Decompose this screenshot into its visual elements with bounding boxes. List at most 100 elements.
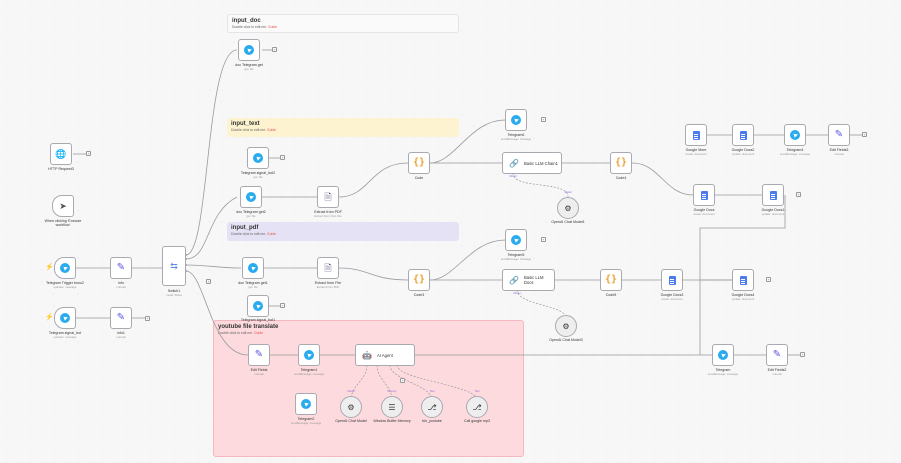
node-label: HTTP Request3: [48, 167, 74, 171]
telegram-node[interactable]: [712, 344, 734, 366]
node-label: AI Agent: [376, 352, 393, 358]
google-docs-node[interactable]: [693, 184, 715, 206]
basic-llm-chain1-node[interactable]: 🔗 Basic LLM Chain1: [502, 152, 562, 174]
node-subtitle: create: document: [693, 212, 715, 216]
telegram4-node[interactable]: [784, 124, 806, 146]
add-output-button[interactable]: +: [800, 352, 805, 357]
node-subtitle: update: document: [761, 212, 785, 216]
basic-llm-docs-node[interactable]: 🔗 Basic LLM Docs: [502, 269, 555, 291]
node-subtitle: manual: [254, 372, 264, 376]
sticky-youtube[interactable]: youtube file translate Double click to e…: [213, 320, 524, 457]
doc-telegram-get1-node[interactable]: [242, 257, 264, 279]
node-label: Extract from File: [314, 281, 342, 285]
telegram-icon: [246, 192, 256, 202]
node-label: info: [118, 281, 124, 285]
extract-from-file-node[interactable]: 🗎: [317, 257, 339, 279]
node-label: Telegram2: [297, 417, 315, 421]
telegram-signal-bot-node[interactable]: [54, 307, 76, 329]
sticky-input-doc[interactable]: input_doc Double click to edit me. Guide: [227, 14, 459, 33]
add-output-button[interactable]: +: [280, 303, 285, 308]
telegram1-node[interactable]: [298, 344, 320, 366]
node-label: Telegram Trigger bunu2: [46, 281, 84, 285]
database-icon: ☰: [388, 402, 396, 412]
edit-fields2-node[interactable]: ✎: [766, 344, 788, 366]
code4-node[interactable]: {}: [610, 152, 632, 174]
sticky-input-pdf[interactable]: input_pdf Double click to edit me. Guide: [227, 222, 459, 241]
node-subtitle: sendMessage: message: [500, 257, 532, 261]
telegram-icon: [248, 263, 258, 273]
extract-from-pdf-node[interactable]: 🗎: [317, 186, 339, 208]
http-request-node[interactable]: 🌐: [50, 143, 72, 165]
node-label: Code5: [605, 293, 617, 297]
google-docs3-node[interactable]: [661, 269, 683, 291]
openai-chat-model1-node[interactable]: ⚙: [557, 197, 579, 219]
switch-node[interactable]: ⇆: [162, 246, 186, 286]
telegram-trigger-node[interactable]: [54, 257, 76, 279]
add-output-button[interactable]: +: [145, 316, 150, 321]
node-subtitle: get: file: [253, 175, 263, 179]
doc-telegram-get2-node[interactable]: [240, 186, 262, 208]
manual-trigger-node[interactable]: ➤: [52, 195, 74, 217]
bin-youtube-node[interactable]: ⎇: [421, 396, 443, 418]
telegram-icon: [511, 115, 521, 125]
telegram2-node[interactable]: [295, 393, 317, 415]
google-docs2-node[interactable]: [732, 124, 754, 146]
node-label: Telegram6: [507, 133, 525, 137]
google-docs4-node[interactable]: [732, 269, 754, 291]
cursor-icon: ➤: [59, 200, 67, 211]
sticky-title: input_doc: [232, 18, 261, 24]
pencil-icon: ✎: [834, 129, 844, 140]
node-label: Telegram5: [507, 253, 525, 257]
sticky-hint: Double click to edit me. Guide: [218, 331, 264, 335]
node-label: When clicking 'Execute workflow': [44, 219, 82, 228]
telegram5-node[interactable]: [505, 229, 527, 251]
code3-node[interactable]: {}: [408, 269, 430, 291]
memory-port-label: Memory: [387, 390, 397, 393]
add-output-button[interactable]: +: [541, 117, 546, 122]
node-label: Telegram signal_bot2: [240, 171, 276, 175]
telegram-signal-bot2-node[interactable]: [247, 147, 269, 169]
node-label: OpenAI Chat Model1: [551, 220, 585, 224]
edit-fields-node[interactable]: ✎: [248, 344, 270, 366]
add-output-button[interactable]: +: [280, 155, 285, 160]
node-subtitle: Extract From PDF: [316, 285, 340, 289]
openai-chat-model3-node[interactable]: ⚙: [555, 315, 577, 337]
add-output-button[interactable]: +: [86, 151, 91, 156]
add-tool-button[interactable]: +: [400, 378, 405, 383]
telegram-icon: [301, 399, 311, 409]
info1-node[interactable]: ✎: [110, 307, 132, 329]
google-docs1-node[interactable]: [762, 184, 784, 206]
window-buffer-memory-node[interactable]: ☰: [381, 396, 403, 418]
chain-link-icon: 🔗: [509, 158, 519, 168]
telegram-signal-bot1-node[interactable]: [247, 295, 269, 317]
node-subtitle: manual: [116, 285, 126, 289]
ai-agent-node[interactable]: 🤖 AI Agent: [355, 344, 415, 366]
add-output-button[interactable]: +: [206, 279, 211, 284]
doc-telegram-get-node[interactable]: [238, 39, 260, 61]
add-output-button[interactable]: +: [766, 277, 771, 282]
model-port-label: Model: [513, 292, 521, 295]
telegram6-node[interactable]: [505, 109, 527, 131]
add-output-button[interactable]: +: [796, 192, 801, 197]
google-more-node[interactable]: [685, 124, 707, 146]
add-output-button[interactable]: +: [862, 132, 867, 137]
edit-fields3-node[interactable]: ✎: [828, 124, 850, 146]
sticky-hint: Double click to edit me. Guide: [231, 128, 277, 132]
node-label: Basic LLM Docs: [523, 275, 544, 285]
call-google-mp3-node[interactable]: ⎇: [466, 396, 488, 418]
info-node[interactable]: ✎: [110, 257, 132, 279]
node-label: Call google mp3: [464, 419, 490, 423]
code-node[interactable]: {}: [408, 152, 430, 174]
node-subtitle: update: document: [731, 152, 755, 156]
code5-node[interactable]: {}: [600, 269, 622, 291]
node-label: Google Docs4: [731, 293, 755, 297]
openai-chat-model-node[interactable]: ⚙: [340, 396, 362, 418]
node-label: Telegram4: [786, 148, 804, 152]
add-output-button[interactable]: +: [272, 47, 277, 52]
add-output-button[interactable]: +: [541, 237, 546, 242]
workflow-tool-icon: ⎇: [427, 402, 437, 412]
sticky-input-text[interactable]: input_text Double click to edit me. Guid…: [227, 118, 459, 137]
node-label: Google Docs: [693, 208, 715, 212]
node-subtitle: manual: [116, 335, 126, 339]
